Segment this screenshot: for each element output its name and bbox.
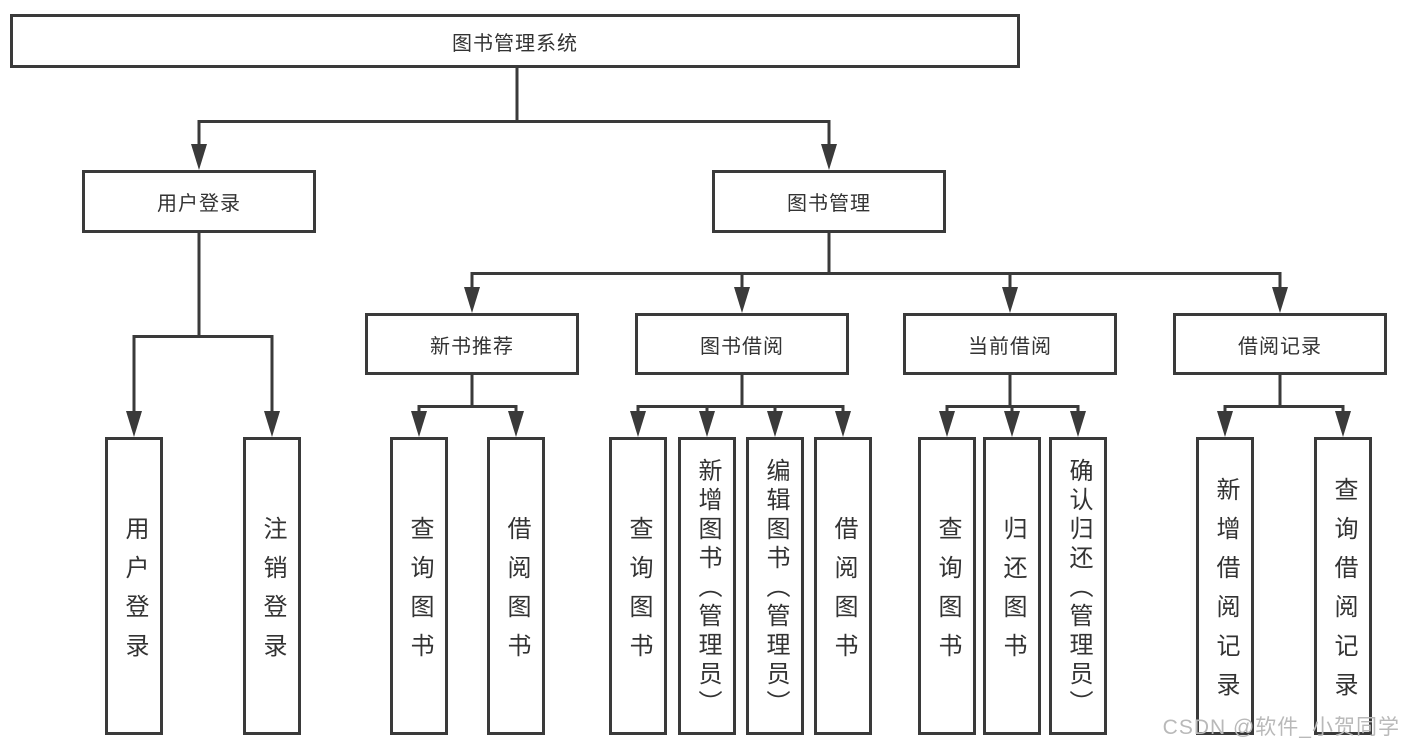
leaf-current-query-books: 查询图书 <box>918 437 976 735</box>
arrowhead <box>126 411 142 437</box>
node-label: 查询图书 <box>406 515 433 672</box>
node-label: 新书推荐 <box>430 335 514 358</box>
arrowhead <box>1004 411 1020 437</box>
leaf-borrow-borrow-books: 借阅图书 <box>814 437 872 735</box>
arrowhead <box>264 411 280 437</box>
arrowhead <box>191 144 207 170</box>
arrowhead <box>767 411 783 437</box>
leaf-borrow-query-books: 查询图书 <box>609 437 667 735</box>
leaf-records-query-record: 查询借阅记录 <box>1314 437 1372 735</box>
node-label: 借阅图书 <box>830 515 857 672</box>
node-label: 图书借阅 <box>700 335 784 358</box>
arrowhead <box>1070 411 1086 437</box>
leaf-newrec-query-books: 查询图书 <box>390 437 448 735</box>
node-book-management: 图书管理 <box>712 170 946 233</box>
leaf-current-confirm-return-admin: 确认归还（管理员） <box>1049 437 1107 735</box>
node-label: 查询图书 <box>934 515 961 672</box>
node-label: 归还图书 <box>999 515 1026 672</box>
node-label: 图书管理系统 <box>452 32 578 55</box>
arrowhead <box>630 411 646 437</box>
arrowhead <box>835 411 851 437</box>
node-label: 编辑图书（管理员） <box>762 458 789 719</box>
node-book-borrow: 图书借阅 <box>635 313 849 375</box>
node-root-system: 图书管理系统 <box>10 14 1020 68</box>
node-borrow-records: 借阅记录 <box>1173 313 1387 375</box>
arrowhead <box>699 411 715 437</box>
node-label: 确认归还（管理员） <box>1065 458 1092 719</box>
node-user-login: 用户登录 <box>82 170 316 233</box>
node-label: 新增图书（管理员） <box>694 458 721 719</box>
leaf-newrec-borrow-books: 借阅图书 <box>487 437 545 735</box>
node-current-borrow: 当前借阅 <box>903 313 1117 375</box>
node-label: 注销登录 <box>259 515 286 672</box>
node-label: 当前借阅 <box>968 335 1052 358</box>
node-new-book-recommend: 新书推荐 <box>365 313 579 375</box>
arrowhead <box>1272 287 1288 313</box>
node-label: 借阅图书 <box>503 515 530 672</box>
leaf-user-login: 用户登录 <box>105 437 163 735</box>
node-label: 用户登录 <box>121 515 148 672</box>
leaf-current-return-books: 归还图书 <box>983 437 1041 735</box>
node-label: 查询借阅记录 <box>1330 476 1357 711</box>
arrowhead <box>939 411 955 437</box>
arrowhead <box>821 144 837 170</box>
node-label: 查询图书 <box>625 515 652 672</box>
leaf-records-add-record: 新增借阅记录 <box>1196 437 1254 735</box>
csdn-watermark: CSDN @软件_小贺同学 <box>1162 716 1400 739</box>
arrowhead <box>1217 411 1233 437</box>
arrowhead <box>734 287 750 313</box>
arrowhead <box>1002 287 1018 313</box>
node-label: 借阅记录 <box>1238 335 1322 358</box>
arrowhead <box>1335 411 1351 437</box>
leaf-borrow-edit-books-admin: 编辑图书（管理员） <box>746 437 804 735</box>
node-label: 用户登录 <box>157 193 241 215</box>
arrowhead <box>411 411 427 437</box>
node-label: 新增借阅记录 <box>1212 476 1239 711</box>
arrowheads <box>126 144 1351 437</box>
arrowhead <box>508 411 524 437</box>
arrowhead <box>464 287 480 313</box>
leaf-logout: 注销登录 <box>243 437 301 735</box>
node-label: 图书管理 <box>787 193 871 215</box>
leaf-borrow-add-books-admin: 新增图书（管理员） <box>678 437 736 735</box>
